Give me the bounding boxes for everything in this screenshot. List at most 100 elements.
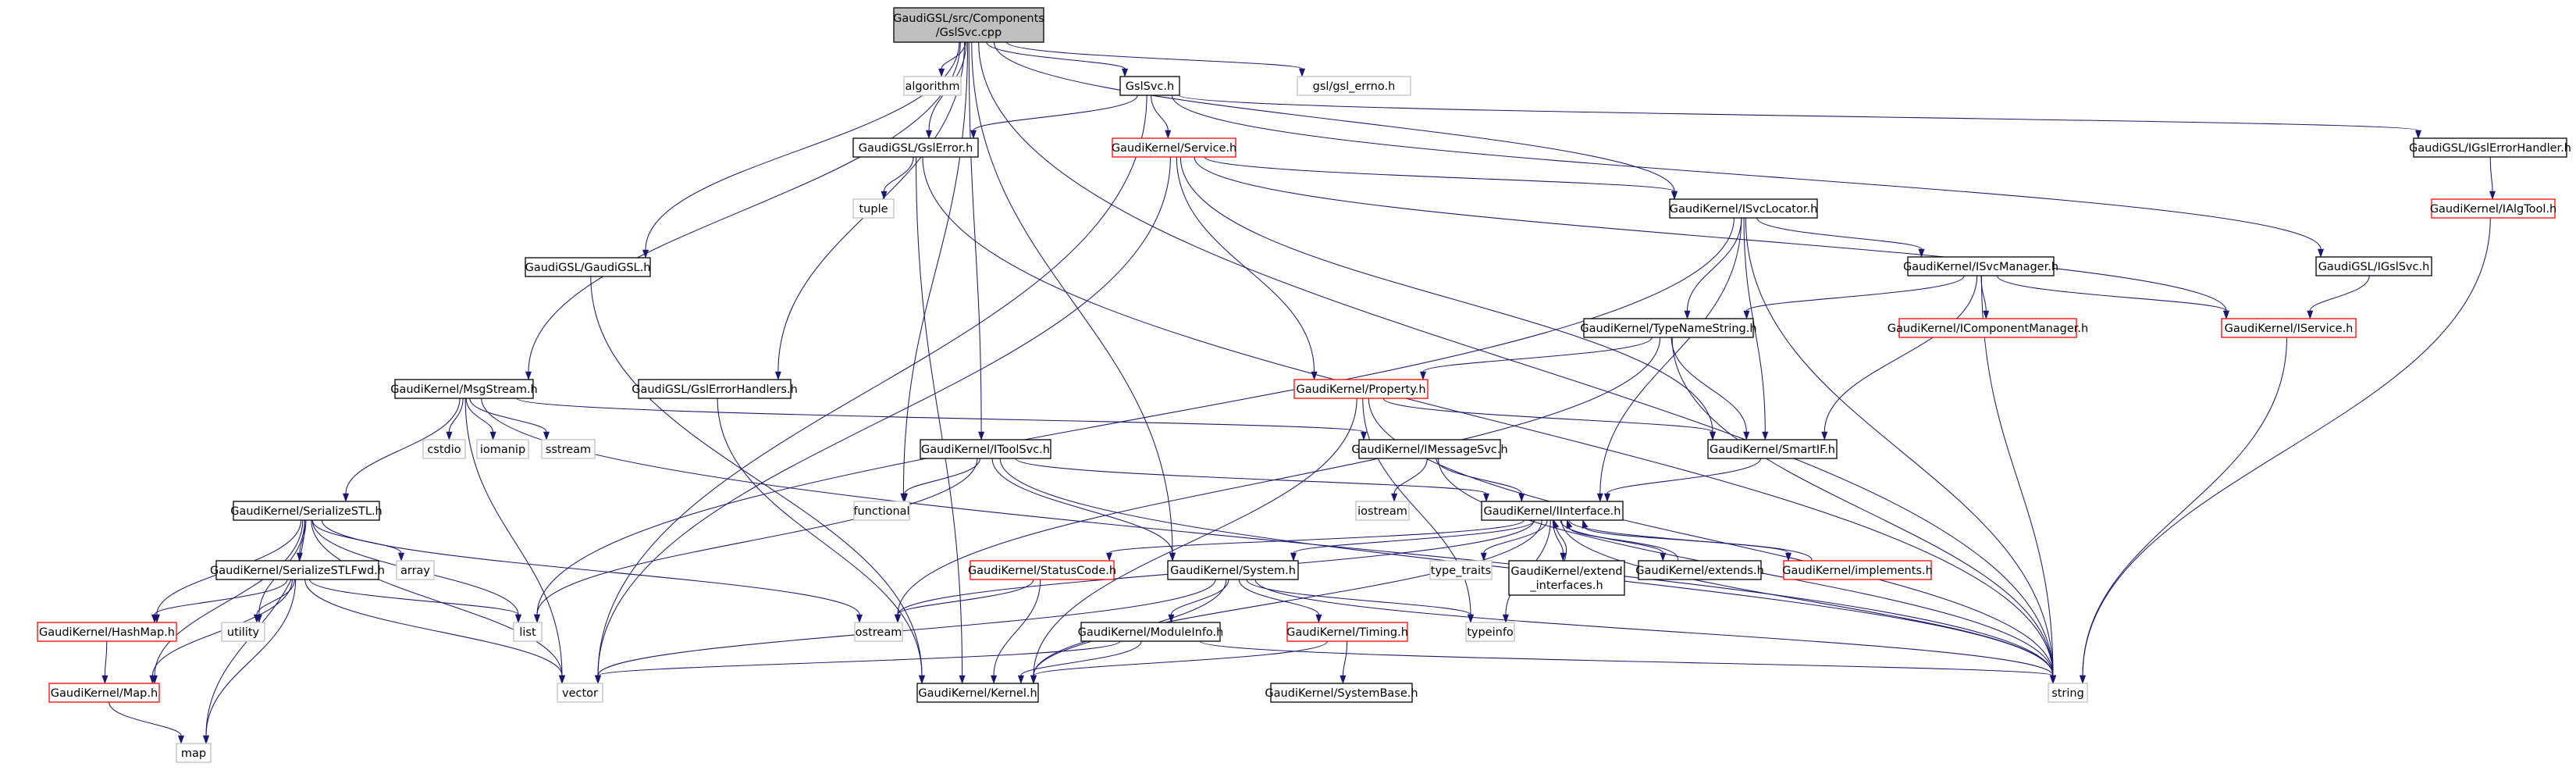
node-typenamestring[interactable]: GaudiKernel/TypeNameString.h bbox=[1580, 318, 1757, 338]
arrowhead-service-to-isvclocator bbox=[1670, 191, 1678, 200]
node-box-service bbox=[1112, 137, 1236, 158]
edge-iinterface-to-statuscode bbox=[1108, 519, 1525, 554]
node-box-gsl-errno bbox=[1297, 76, 1411, 96]
node-hashmap[interactable]: GaudiKernel/HashMap.h bbox=[37, 622, 177, 642]
arrowhead-gslsvc-h-to-service bbox=[1165, 130, 1172, 139]
edge-itoolsvc-to-functional bbox=[904, 458, 980, 494]
arrowhead-msgstream-to-imessagesvc bbox=[1360, 431, 1368, 440]
node-iservice[interactable]: GaudiKernel/IService.h bbox=[2221, 318, 2357, 338]
node-imessagesvc[interactable]: GaudiKernel/IMessageSvc.h bbox=[1351, 439, 1508, 459]
node-gslsvc-h[interactable]: GslSvc.h bbox=[1119, 76, 1180, 96]
arrowhead-serializestl-to-ostream bbox=[856, 614, 863, 623]
edge-igslsvc-to-iservice bbox=[2309, 275, 2370, 312]
node-igslsvc[interactable]: GaudiGSL/IGslSvc.h bbox=[2315, 256, 2432, 276]
node-label-serializestl: GaudiKernel/SerializeSTL.h bbox=[230, 505, 382, 518]
node-box-implements bbox=[1783, 560, 1932, 580]
edge-system-to-typeinfo bbox=[1246, 579, 1471, 615]
arrowhead-gslsvc-h-to-igslerrorhandler bbox=[2414, 130, 2422, 139]
node-string: string bbox=[2048, 683, 2088, 703]
node-gslerrorhandlers[interactable]: GaudiGSL/GslErrorHandlers.h bbox=[632, 379, 798, 399]
node-box-itoolsvc bbox=[920, 439, 1051, 459]
node-igslerrorhandler[interactable]: GaudiGSL/IGslErrorHandler.h bbox=[2409, 137, 2571, 158]
arrowhead-isvclocator-to-smartif bbox=[1762, 431, 1769, 440]
node-icomponentmanager[interactable]: GaudiKernel/IComponentManager.h bbox=[1888, 318, 2088, 338]
node-box-system bbox=[1167, 560, 1299, 580]
edge-extends-to-iinterface bbox=[1568, 527, 1678, 562]
node-serializestlfwd[interactable]: GaudiKernel/SerializeSTLFwd.h bbox=[210, 560, 385, 580]
arrowhead-root-to-gslerror bbox=[925, 130, 933, 139]
arrowhead-igslsvc-to-iservice bbox=[2307, 310, 2314, 319]
edge-iinterface-to-kernel bbox=[1033, 519, 1542, 676]
edge-isvclocator-to-list bbox=[536, 217, 1735, 615]
node-label-igslerrorhandler: GaudiGSL/IGslErrorHandler.h bbox=[2409, 142, 2571, 155]
node-box-cstdio bbox=[422, 439, 466, 459]
node-box-gslsvc-h bbox=[1119, 76, 1180, 96]
node-statuscode[interactable]: GaudiKernel/StatusCode.h bbox=[968, 560, 1116, 580]
node-box-string bbox=[2048, 683, 2088, 703]
node-system[interactable]: GaudiKernel/System.h bbox=[1167, 560, 1299, 580]
node-timing[interactable]: GaudiKernel/Timing.h bbox=[1286, 622, 1408, 642]
node-label-tuple: tuple bbox=[859, 203, 888, 216]
node-iostream: iostream bbox=[1355, 501, 1410, 521]
arrowhead-root-to-itoolsvc bbox=[978, 431, 985, 440]
arrowhead-root-to-gslsvc-h bbox=[1121, 68, 1129, 77]
edge-system-to-vector bbox=[597, 579, 1216, 676]
node-label-icomponentmanager: GaudiKernel/IComponentManager.h bbox=[1888, 323, 2088, 335]
node-moduleinfo[interactable]: GaudiKernel/ModuleInfo.h bbox=[1078, 622, 1224, 642]
node-label-root: GaudiGSL/src/Components bbox=[893, 12, 1044, 25]
node-smartif[interactable]: GaudiKernel/SmartIF.h bbox=[1707, 439, 1838, 459]
edge-igslerrorhandler-to-ialgtool bbox=[2489, 156, 2493, 192]
node-box-kernel bbox=[916, 683, 1039, 703]
node-utility: utility bbox=[221, 622, 265, 642]
node-label-map: map bbox=[181, 747, 206, 760]
node-kernel[interactable]: GaudiKernel/Kernel.h bbox=[916, 683, 1039, 703]
node-property[interactable]: GaudiKernel/Property.h bbox=[1293, 379, 1429, 399]
arrowhead-root-to-msgstream bbox=[525, 371, 532, 380]
node-label-utility: utility bbox=[227, 626, 260, 639]
node-label-isvclocator: GaudiKernel/ISvcLocator.h bbox=[1670, 203, 1818, 216]
node-label-statuscode: GaudiKernel/StatusCode.h bbox=[968, 565, 1116, 577]
node-extend-interfaces[interactable]: GaudiKernel/extend_interfaces.h bbox=[1508, 560, 1625, 596]
node-extends[interactable]: GaudiKernel/extends.h bbox=[1635, 560, 1764, 580]
node-box-gslerror bbox=[852, 137, 979, 158]
node-map-h[interactable]: GaudiKernel/Map.h bbox=[48, 683, 160, 703]
edge-gslsvc-h-to-vector bbox=[597, 95, 1147, 676]
node-isvcmanager[interactable]: GaudiKernel/ISvcManager.h bbox=[1903, 256, 2058, 276]
edge-serializestlfwd-to-vector bbox=[304, 579, 563, 676]
edge-itoolsvc-to-system bbox=[991, 458, 1173, 554]
node-label-iostream: iostream bbox=[1357, 505, 1407, 518]
node-iinterface[interactable]: GaudiKernel/IInterface.h bbox=[1481, 501, 1624, 521]
edge-isvclocator-to-smartif bbox=[1743, 217, 1766, 433]
file-nodes: GaudiGSL/src/Components/GslSvc.cppalgori… bbox=[37, 7, 2571, 763]
arrowhead-serializestlfwd-to-utility bbox=[253, 614, 260, 623]
node-algorithm: algorithm bbox=[903, 76, 962, 96]
arrowhead-root-to-gslerrorhandlers bbox=[774, 371, 781, 380]
arrowhead-msgstream-to-cstdio bbox=[446, 431, 453, 440]
edge-hashmap-to-map-h bbox=[104, 640, 108, 676]
arrowhead-serializestlfwd-to-list bbox=[514, 614, 522, 623]
arrowhead-serializestl-to-array bbox=[397, 552, 405, 562]
node-ialgtool[interactable]: GaudiKernel/IAlgTool.h bbox=[2430, 198, 2556, 219]
node-implements[interactable]: GaudiKernel/implements.h bbox=[1782, 560, 1933, 580]
edge-service-to-iservice bbox=[1194, 156, 2227, 312]
arrowhead-isvcmanager-to-typenamestring bbox=[1743, 310, 1750, 319]
node-systembase[interactable]: GaudiKernel/SystemBase.h bbox=[1265, 683, 1418, 703]
arrowhead-timing-to-kernel bbox=[1030, 675, 1037, 684]
node-gslerror[interactable]: GaudiGSL/GslError.h bbox=[852, 137, 979, 158]
edge-gslsvc-h-to-igslerrorhandler bbox=[1179, 95, 2419, 131]
node-isvclocator[interactable]: GaudiKernel/ISvcLocator.h bbox=[1669, 198, 1818, 219]
node-msgstream[interactable]: GaudiKernel/MsgStream.h bbox=[390, 379, 538, 399]
node-serializestl[interactable]: GaudiKernel/SerializeSTL.h bbox=[230, 501, 382, 521]
edge-gslsvc-h-to-service bbox=[1151, 95, 1169, 131]
edge-property-to-typeinfo bbox=[1362, 398, 1471, 615]
node-box-igslsvc bbox=[2315, 256, 2432, 276]
edge-typenamestring-to-smartif bbox=[1670, 337, 1747, 433]
node-service[interactable]: GaudiKernel/Service.h bbox=[1112, 137, 1236, 158]
edge-isvclocator-to-isvcmanager bbox=[1756, 217, 1923, 250]
arrowhead-serializestlfwd-to-map bbox=[202, 735, 210, 744]
node-label-moduleinfo: GaudiKernel/ModuleInfo.h bbox=[1078, 626, 1224, 639]
node-gaudigsl[interactable]: GaudiGSL/GaudiGSL.h bbox=[525, 257, 651, 277]
node-itoolsvc[interactable]: GaudiKernel/IToolSvc.h bbox=[920, 439, 1051, 459]
edge-gaudigsl-to-kernel bbox=[590, 276, 923, 676]
node-label-system: GaudiKernel/System.h bbox=[1170, 565, 1296, 577]
